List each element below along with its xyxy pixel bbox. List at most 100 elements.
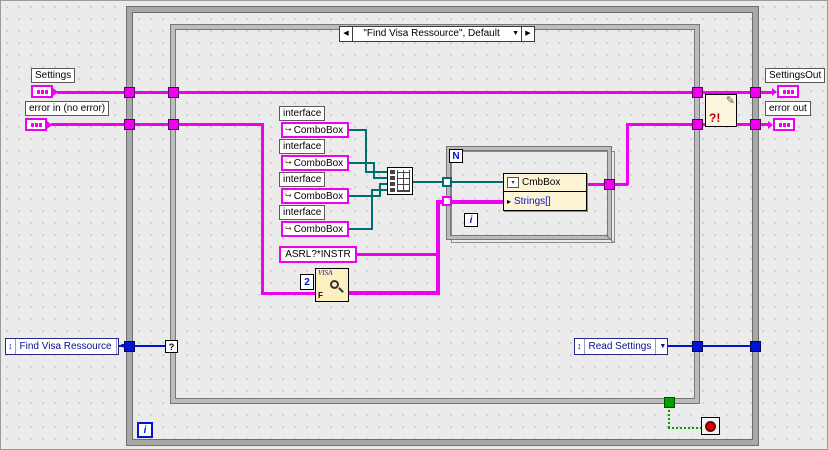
tunnel-while-left-enum <box>124 341 135 352</box>
combobox-refnum[interactable]: ↪ ComboBox <box>281 122 349 138</box>
wire-error-in-v <box>261 123 264 295</box>
magnifier-icon <box>330 280 339 289</box>
wire-stop-v <box>668 403 670 428</box>
error-out-terminal[interactable] <box>773 118 795 131</box>
wire-ref1-h <box>349 129 366 131</box>
tunnel-case-left-settings <box>168 87 179 98</box>
refnum-icon: ↪ <box>285 158 292 167</box>
property-node-class: CmbBox <box>522 177 561 188</box>
property-name[interactable]: Strings[] <box>514 195 551 207</box>
combobox-refnum[interactable]: ↪ ComboBox <box>281 221 349 237</box>
property-node-cmbbox[interactable]: ▾ CmbBox ▸ Strings[] <box>503 173 587 211</box>
magnifier-handle <box>338 287 344 293</box>
settings-terminal[interactable] <box>31 85 53 98</box>
build-array-grid <box>397 170 410 192</box>
wire-pattern <box>357 253 437 256</box>
build-array-inputs <box>390 170 395 192</box>
wire-visa-out <box>349 291 439 295</box>
refnum-icon: ↪ <box>285 224 292 233</box>
refnum-class: ComboBox <box>293 157 344 169</box>
error-in-terminal-arrow <box>47 121 52 129</box>
enum-dropdown-icon[interactable]: ▼ <box>655 339 669 354</box>
refnum-class: ComboBox <box>293 223 344 235</box>
settings-out-arrow <box>772 88 777 96</box>
settings-out-terminal[interactable] <box>777 85 799 98</box>
while-loop[interactable] <box>127 7 758 445</box>
case-name[interactable]: "Find Visa Ressource", Default <box>363 28 500 39</box>
visa-node-title: VISA <box>318 269 333 277</box>
tunnel-while-right-error <box>750 119 761 130</box>
visa-find-resource-node[interactable]: VISA F <box>315 268 349 302</box>
combobox-refnum[interactable]: ↪ ComboBox <box>281 188 349 204</box>
pencil-icon: ✎ <box>725 95 735 107</box>
wire-ref3-in <box>379 183 387 185</box>
enum-text[interactable]: Read Settings <box>588 341 652 352</box>
case-selector-tunnel[interactable]: ? <box>165 340 178 353</box>
visa-node-letter: F <box>318 291 323 300</box>
tunnel-case-right-error <box>692 119 703 130</box>
tunnel-for-left-strings <box>442 196 452 206</box>
settings-terminal-arrow <box>53 88 58 96</box>
wire-prop-out-v <box>626 123 629 185</box>
tunnel-case-left-error <box>168 119 179 130</box>
interface-label: interface <box>279 139 326 154</box>
tunnel-while-left-error <box>124 119 135 130</box>
visa-class-constant[interactable]: 2 <box>300 274 314 290</box>
wire-ref4-h <box>349 228 372 230</box>
combobox-refnum[interactable]: ↪ ComboBox <box>281 155 349 171</box>
wire-ref1-in <box>365 171 387 173</box>
refnum-class: ComboBox <box>293 190 344 202</box>
for-loop[interactable] <box>447 147 611 239</box>
wire-read-settings <box>668 345 753 347</box>
refnum-class: ComboBox <box>293 124 344 136</box>
wire-ref2-h <box>349 162 374 164</box>
for-count-terminal[interactable]: N <box>449 149 463 163</box>
enum-text[interactable]: Find Visa Ressource <box>19 341 112 352</box>
settings-out-label: SettingsOut <box>765 68 826 83</box>
enum-read-settings[interactable]: ↕ Read Settings ▼ <box>574 338 668 355</box>
selector-question: ? <box>168 341 175 352</box>
wire-ref4-v <box>371 189 373 230</box>
tunnel-while-left-settings <box>124 87 135 98</box>
tunnel-while-right-enum <box>750 341 761 352</box>
settings-label: Settings <box>31 68 76 83</box>
wire-refarray <box>413 181 503 183</box>
tunnel-case-right-enum <box>692 341 703 352</box>
wire-ref2-in <box>373 177 387 179</box>
tunnel-while-right-settings <box>750 87 761 98</box>
refnum-icon: ↪ <box>285 191 292 200</box>
case-prev-arrow[interactable]: ◀ <box>340 27 353 41</box>
wire-findlist-to-strings <box>436 200 503 204</box>
wire-ref2-v <box>373 162 375 179</box>
enum-find-visa-ressource[interactable]: ↕ Find Visa Ressource ▼ <box>5 338 127 355</box>
case-selector-label[interactable]: ◀ "Find Visa Ressource", Default ▼ ▶ <box>339 26 535 42</box>
case-dropdown-arrow[interactable]: ▼ <box>512 30 519 37</box>
property-write-arrow: ▸ <box>507 196 512 206</box>
build-array-node[interactable] <box>387 167 413 195</box>
refnum-icon: ↪ <box>285 125 292 134</box>
error-dialog-vi-icon[interactable]: ✎ ?! <box>705 94 737 127</box>
wire-findlist-v <box>436 200 440 295</box>
wire-case-selector <box>119 345 171 347</box>
visa-pattern-constant[interactable]: ASRL?*INSTR <box>279 246 357 263</box>
combobox-class-icon: ▾ <box>507 177 519 188</box>
tunnel-for-right-out <box>604 179 615 190</box>
wire-ref1-v <box>365 129 367 173</box>
wire-settings <box>57 91 772 94</box>
wire-error-to-visa <box>261 292 315 295</box>
enum-selector-icon: ↕ <box>6 339 16 354</box>
wire-ref3-h <box>349 195 380 197</box>
loop-condition-stop-terminal[interactable] <box>701 417 720 435</box>
wire-stop-h <box>668 427 702 429</box>
enum-dropdown-icon[interactable]: ▼ <box>115 339 130 354</box>
interface-label: interface <box>279 205 326 220</box>
wire-error-in-h <box>51 123 261 126</box>
stop-icon <box>705 420 716 432</box>
tunnel-case-right-settings <box>692 87 703 98</box>
while-iteration-terminal[interactable]: i <box>137 422 153 438</box>
error-in-terminal[interactable] <box>25 118 47 131</box>
error-out-label: error out <box>765 101 811 116</box>
case-next-arrow[interactable]: ▶ <box>521 27 534 41</box>
for-iteration-terminal[interactable]: i <box>464 213 478 227</box>
